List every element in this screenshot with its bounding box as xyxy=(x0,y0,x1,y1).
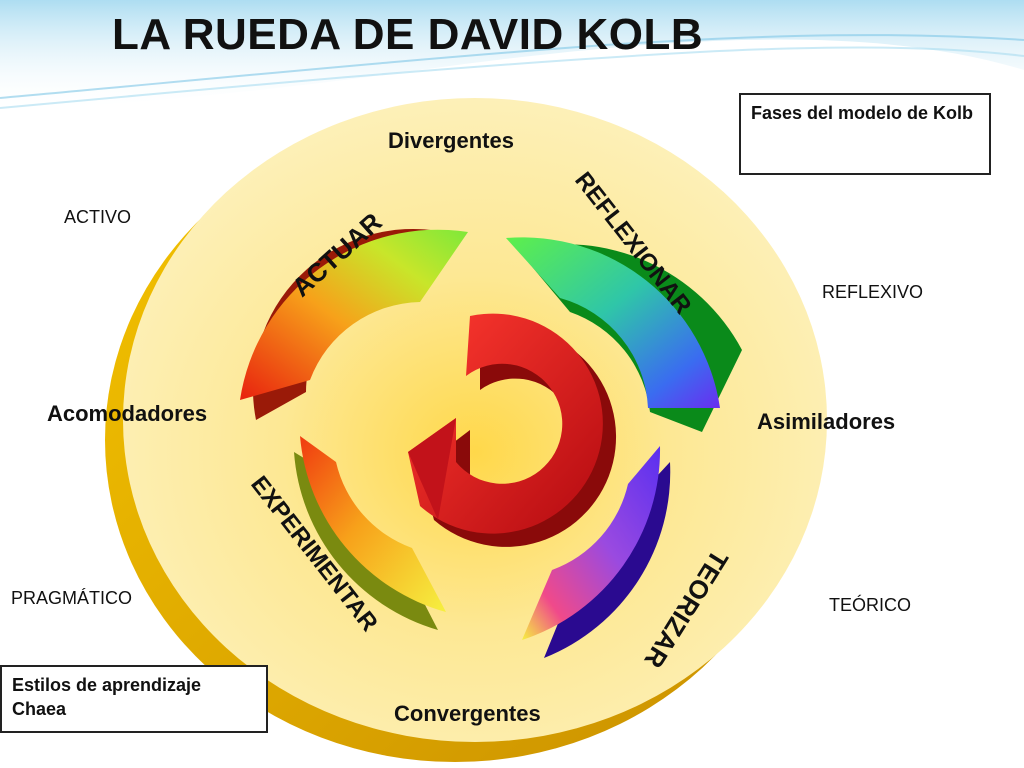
wheel-disc xyxy=(123,98,827,742)
style-teorico: TEÓRICO xyxy=(829,595,912,615)
style-pragmatico: PRAGMÁTICO xyxy=(11,588,133,608)
profile-divergentes: Divergentes xyxy=(388,128,514,153)
style-activo: ACTIVO xyxy=(64,207,132,227)
arc-teorizar xyxy=(522,446,671,658)
arc-experimentar xyxy=(294,436,446,630)
page-title: LA RUEDA DE DAVID KOLB xyxy=(112,10,704,59)
profile-acomodadores: Acomodadores xyxy=(47,401,208,426)
style-reflexivo: REFLEXIVO xyxy=(822,282,924,302)
phases-legend-text: Fases del modelo de Kolb xyxy=(751,103,974,123)
styles-legend-text: Estilos de aprendizaje Chaea xyxy=(12,675,202,719)
center-cycle-arrow xyxy=(408,313,617,547)
arc-actuar xyxy=(240,228,468,420)
profile-convergentes: Convergentes xyxy=(394,701,541,726)
arc-reflexionar xyxy=(506,237,742,432)
styles-legend-box: Estilos de aprendizaje Chaea xyxy=(0,665,268,733)
background-wave xyxy=(0,0,1024,112)
profile-asimiladores: Asimiladores xyxy=(757,409,896,434)
phases-legend-box: Fases del modelo de Kolb xyxy=(739,93,991,175)
